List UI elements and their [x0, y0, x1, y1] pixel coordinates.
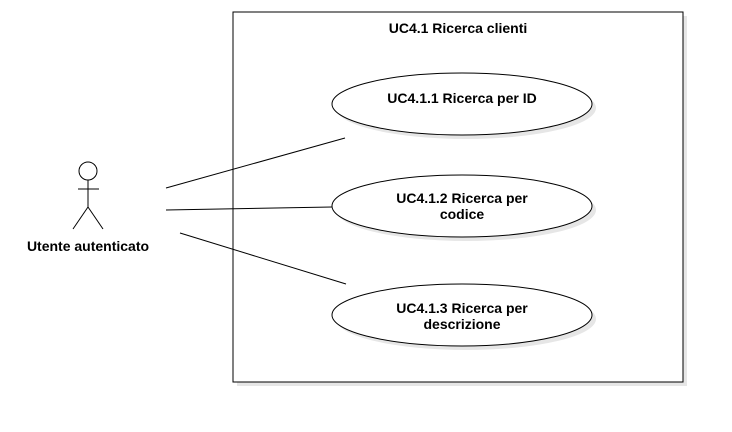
association-line-3 — [179, 232, 347, 285]
system-boundary-title: UC4.1 Ricerca clienti — [388, 20, 528, 36]
association-line-2 — [165, 206, 333, 211]
use-case-ellipse-2 — [331, 174, 593, 238]
use-case-ellipse-1 — [331, 72, 593, 136]
association-line-1 — [165, 137, 346, 189]
use-case-label-3: UC4.1.3 Ricerca per descrizione — [396, 300, 528, 332]
use-case-label-2: UC4.1.2 Ricerca per codice — [396, 190, 528, 222]
use-case-label-1: UC4.1.1 Ricerca per ID — [387, 90, 537, 106]
actor-icon — [72, 161, 104, 230]
actor-label: Utente autenticato — [26, 238, 150, 254]
use-case-ellipse-3 — [331, 283, 593, 347]
